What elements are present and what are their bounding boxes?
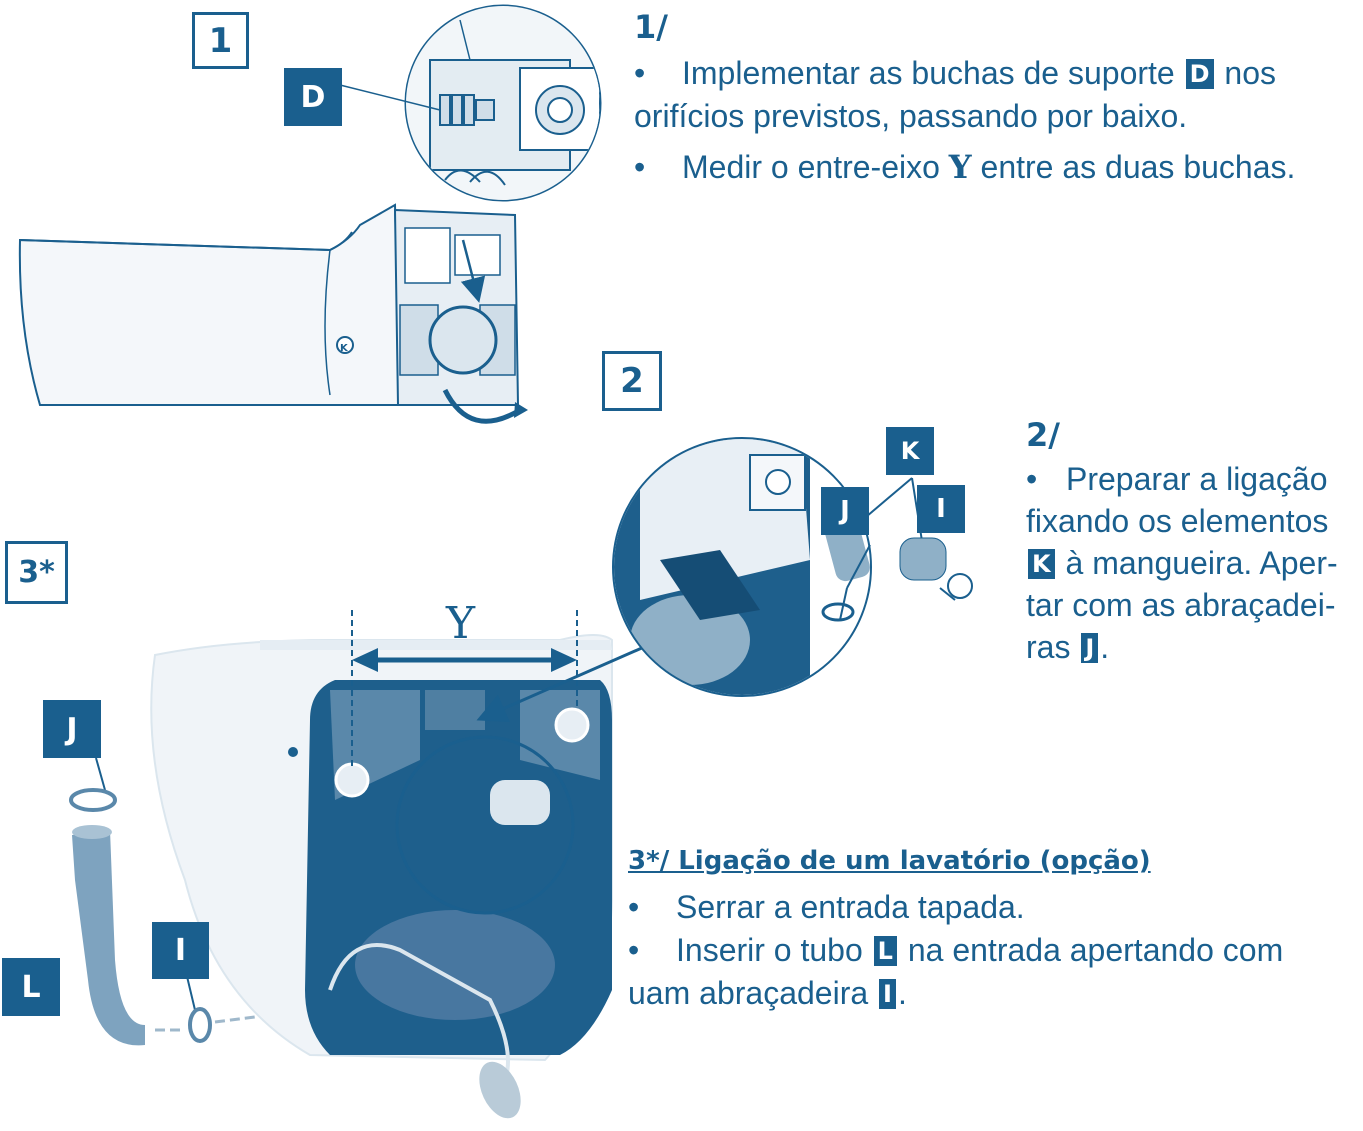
inline-tag-L: L <box>873 936 897 966</box>
inline-tag-D: D <box>1185 59 1214 89</box>
inline-tag-K: K <box>1028 549 1055 579</box>
figure-1-toilet: K <box>18 203 528 424</box>
section-1-bullet-2: •Medir o entre-eixo Y entre as duas buch… <box>634 148 1296 186</box>
spare-parts <box>69 757 256 1046</box>
section-2-line-2: fixando os elementos <box>1026 503 1329 539</box>
step-1-box: 1 <box>192 12 249 69</box>
section-3-bullet-1: •Serrar a entrada tapada. <box>628 889 1025 925</box>
section-1-text: •Implementar as buchas de suporte D nos … <box>634 52 1354 189</box>
figure-3-unit <box>150 610 613 1119</box>
tag-J-fig2: J <box>821 487 869 535</box>
section-2-line-5: ras J. <box>1026 629 1110 665</box>
section-2-line-3: K à mangueira. Aper- <box>1026 542 1356 584</box>
section-1-heading: 1/ <box>634 8 668 46</box>
bullet-1-text-b: nos <box>1224 55 1277 91</box>
section-2-text: •Preparar a ligação fixando os elementos… <box>1026 458 1356 668</box>
section-1-bullet-1: •Implementar as buchas de suporte D nos <box>634 55 1277 91</box>
section-3-bullet-2-cont: uam abraçadeira I. <box>628 975 907 1011</box>
inline-tag-J: J <box>1081 633 1099 663</box>
section-3-heading: 3*/ Ligação de um lavatório (opção) <box>628 846 1151 876</box>
zoom-circle-2 <box>612 437 973 697</box>
tag-I-fig2: I <box>917 485 965 533</box>
section-3-text: •Serrar a entrada tapada. •Inserir o tub… <box>628 886 1358 1015</box>
step-2-box: 2 <box>602 351 662 411</box>
zoom-circle-1 <box>339 4 602 202</box>
inline-tag-I: I <box>879 979 896 1009</box>
tag-L-fig3: L <box>2 958 60 1016</box>
tag-J-fig3: J <box>43 700 101 758</box>
svg-text:K: K <box>340 343 349 354</box>
dimension-Y-label: Y <box>446 598 476 649</box>
tag-I-fig3: I <box>152 922 209 979</box>
bullet-2-text-b: entre as duas buchas. <box>980 149 1296 185</box>
section-3-bullet-2: •Inserir o tubo L na entrada apertando c… <box>628 932 1284 968</box>
section-2-heading: 2/ <box>1026 416 1060 454</box>
step-3-box: 3* <box>5 541 68 604</box>
inline-Y: Y <box>948 148 972 186</box>
section-2-line-1: •Preparar a ligação <box>1026 461 1328 497</box>
bullet-2-text-a: Medir o entre-eixo <box>682 149 940 185</box>
tag-D: D <box>284 68 342 126</box>
bullet-1-text-a: Implementar as buchas de suporte <box>682 55 1175 91</box>
section-1-bullet-1-cont: orifícios previstos, passando por baixo. <box>634 98 1188 134</box>
tag-K: K <box>886 427 934 475</box>
section-2-line-4: tar com as abraçadei- <box>1026 587 1336 623</box>
